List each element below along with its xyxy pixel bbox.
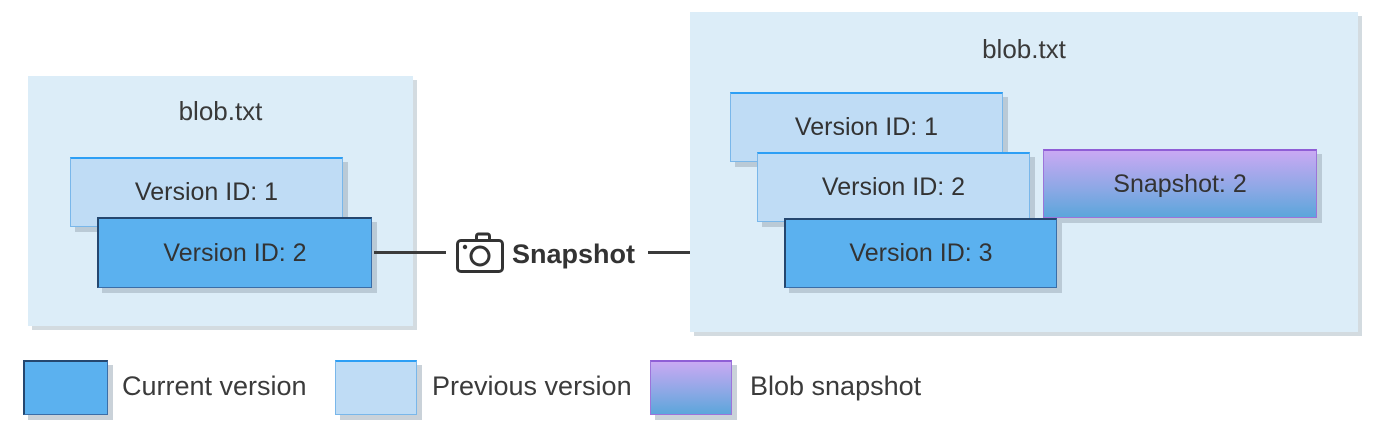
camera-icon	[456, 232, 504, 273]
legend-label-snapshot: Blob snapshot	[750, 370, 922, 401]
right-version-2-label: Version ID: 2	[821, 173, 966, 201]
right-version-2-box: Version ID: 2	[757, 152, 1030, 222]
snapshot-action-label: Snapshot	[512, 239, 636, 269]
right-version-1-box: Version ID: 1	[730, 92, 1003, 162]
legend-label-current: Current version	[122, 370, 307, 401]
legend-label-previous: Previous version	[432, 370, 632, 401]
left-blob-title: blob.txt	[178, 96, 263, 126]
left-version-1-box: Version ID: 1	[70, 157, 343, 227]
left-version-2-box: Version ID: 2	[97, 217, 372, 288]
legend-swatch-snapshot	[650, 360, 732, 415]
right-version-3-box: Version ID: 3	[784, 218, 1057, 288]
left-version-2-label: Version ID: 2	[163, 238, 307, 267]
right-blob-title: blob.txt	[982, 34, 1066, 64]
connector-line-left	[374, 251, 446, 254]
right-version-1-label: Version ID: 1	[794, 113, 939, 141]
right-snapshot-box: Snapshot: 2	[1043, 149, 1317, 218]
legend-swatch-current	[23, 360, 108, 415]
legend-swatch-previous	[335, 360, 417, 415]
right-snapshot-label: Snapshot: 2	[1113, 169, 1247, 198]
right-version-3-label: Version ID: 3	[849, 239, 993, 267]
left-version-1-label: Version ID: 1	[134, 178, 279, 206]
